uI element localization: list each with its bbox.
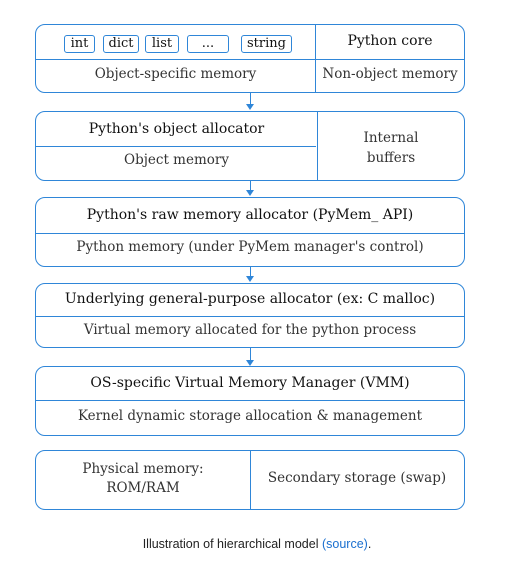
raw-allocator-title: Python's raw memory allocator (PyMem_ AP… xyxy=(86,207,414,223)
figure-caption: Illustration of hierarchical model (sour… xyxy=(0,537,514,551)
layer-divider xyxy=(36,316,464,317)
python-core-layer: int dict list ... string Python core Obj… xyxy=(35,24,465,93)
chip-string: string xyxy=(241,35,292,53)
virtual-memory-label: Virtual memory allocated for the python … xyxy=(83,322,417,338)
secondary-storage-label: Secondary storage (swap) xyxy=(267,470,447,486)
chip-int: int xyxy=(64,35,95,53)
internal-buffers-label-line2: buffers xyxy=(366,150,416,166)
general-allocator-title: Underlying general-purpose allocator (ex… xyxy=(64,291,436,307)
vmm-layer: OS-specific Virtual Memory Manager (VMM)… xyxy=(35,366,465,436)
python-memory-label: Python memory (under PyMem manager's con… xyxy=(76,239,424,255)
column-divider xyxy=(317,112,318,180)
physical-memory-label-line2: ROM/RAM xyxy=(106,480,180,496)
column-divider xyxy=(315,25,316,92)
object-allocator-title: Python's object allocator xyxy=(88,121,265,137)
caption-period: . xyxy=(367,537,372,551)
physical-storage-layer: Physical memory: ROM/RAM Secondary stora… xyxy=(35,450,465,510)
source-link[interactable]: (source) xyxy=(321,537,368,551)
chip-dict: dict xyxy=(103,35,139,53)
column-divider xyxy=(250,451,251,509)
kernel-storage-label: Kernel dynamic storage allocation & mana… xyxy=(77,408,423,424)
non-object-memory-label: Non-object memory xyxy=(322,66,458,82)
internal-buffers-label-line1: Internal xyxy=(363,130,419,146)
chip-ellipsis: ... xyxy=(187,35,229,53)
python-core-title: Python core xyxy=(347,33,433,49)
caption-text: Illustration of hierarchical model xyxy=(142,537,319,551)
physical-memory-label-line1: Physical memory: xyxy=(82,461,204,477)
layer-divider xyxy=(36,233,464,234)
general-purpose-allocator-layer: Underlying general-purpose allocator (ex… xyxy=(35,283,465,348)
object-memory-label: Object memory xyxy=(124,152,229,168)
raw-memory-allocator-layer: Python's raw memory allocator (PyMem_ AP… xyxy=(35,197,465,267)
layer-divider xyxy=(36,59,464,60)
layer-divider xyxy=(36,146,316,147)
chip-list: list xyxy=(145,35,179,53)
object-specific-memory-label: Object-specific memory xyxy=(94,66,257,82)
object-allocator-layer: Python's object allocator Object memory … xyxy=(35,111,465,181)
layer-divider xyxy=(36,400,464,401)
vmm-title: OS-specific Virtual Memory Manager (VMM) xyxy=(90,375,410,391)
